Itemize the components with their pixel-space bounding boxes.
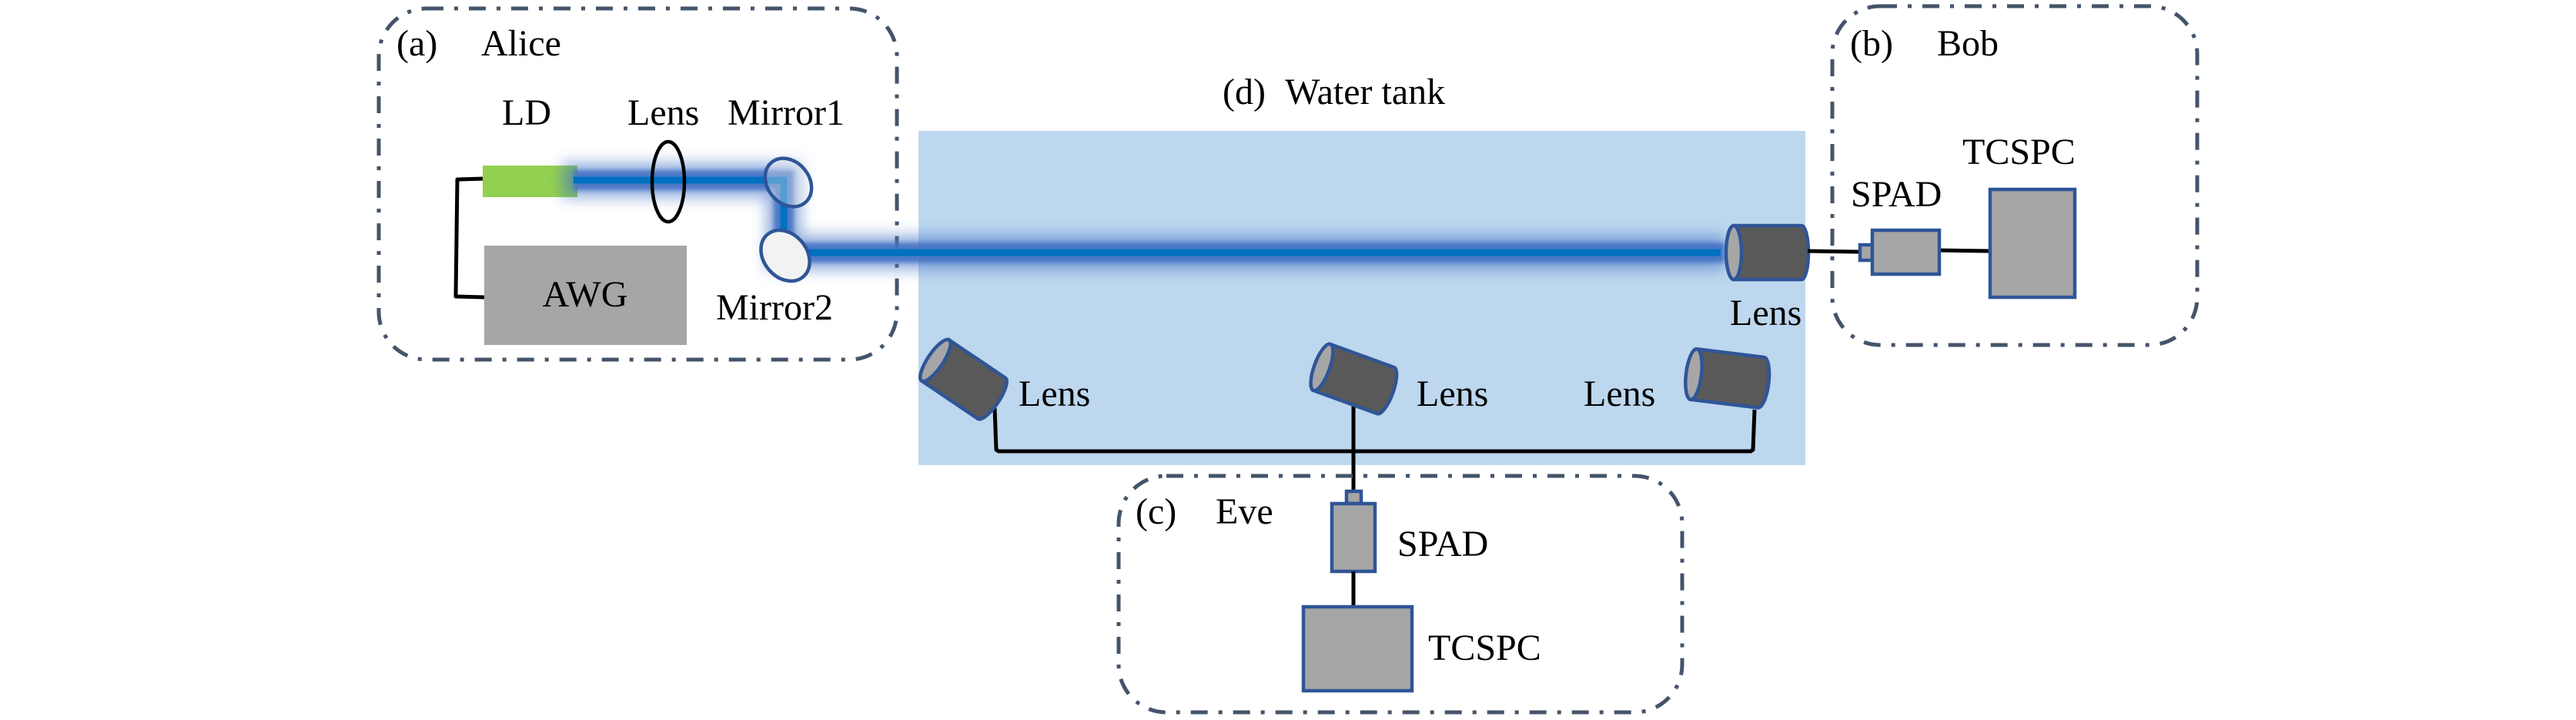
eve-spad — [1330, 501, 1377, 574]
bob-lens-body — [1731, 223, 1811, 282]
eve-lens-3-body — [1688, 347, 1771, 410]
water-tank-body — [918, 131, 1805, 465]
eve-lens-1-label: Lens — [1019, 373, 1090, 414]
water-tank-name: Water tank — [1285, 72, 1445, 112]
eve-lens-1-face — [918, 337, 952, 383]
eve-tcspc-label: TCSPC — [1428, 628, 1541, 668]
bob-spad — [1870, 228, 1942, 276]
eve-spad-label: SPAD — [1397, 524, 1488, 564]
eve-region: (c) Eve SPAD TCSPC — [1116, 474, 1684, 715]
bob-lens-spad-wire — [1807, 249, 1861, 254]
bob-tag: (b) — [1850, 23, 1893, 64]
laser-beam — [562, 162, 1725, 270]
bob-lens-label: Lens — [1730, 293, 1802, 333]
bob-tcspc-label: TCSPC — [1962, 132, 2076, 172]
bob-lens: Lens — [1724, 223, 1811, 333]
mirror1 — [763, 156, 814, 209]
laser-diode — [483, 166, 577, 197]
eve-collection-wire — [992, 407, 1757, 454]
eve-tcspc — [1301, 604, 1414, 693]
water-tank-tag: (d) — [1223, 72, 1266, 112]
mirror2 — [759, 228, 811, 283]
beam-core — [574, 176, 1721, 256]
awg-box — [484, 246, 687, 345]
eve-lens-1 — [918, 337, 1009, 421]
bob-region-border — [1830, 4, 2200, 347]
eve-lens-3-face — [1684, 347, 1704, 402]
alice-name: Alice — [481, 23, 561, 64]
bob-lens-face — [1724, 223, 1744, 282]
water-tank-label: (d) Water tank — [1223, 72, 1445, 112]
mirror1-label: Mirror1 — [728, 92, 845, 133]
eve-lens-2-body — [1311, 342, 1399, 416]
awg-label: AWG — [543, 274, 628, 315]
eve-lens-2-face — [1309, 342, 1335, 393]
eve-lens-2 — [1309, 342, 1399, 416]
bob-spad-tcspc-wire — [1939, 248, 1991, 253]
eve-spad-connector — [1344, 489, 1363, 506]
eve-lens-3-label: Lens — [1584, 373, 1655, 414]
laser-diode-label: LD — [502, 92, 551, 133]
alice-region: (a) Alice LD Lens Mirror1 Mirror2 AWG — [376, 6, 899, 362]
eve-lens-3 — [1684, 347, 1771, 410]
alice-lens-label: Lens — [627, 92, 699, 133]
ld-awg-wire — [453, 176, 485, 300]
bob-region: (b) Bob SPAD TCSPC — [1807, 4, 2200, 347]
bob-spad-label: SPAD — [1851, 174, 1942, 215]
eve-name: Eve — [1216, 491, 1273, 532]
alice-tag: (a) — [396, 23, 437, 64]
alice-region-border — [376, 6, 899, 362]
eve-tag: (c) — [1136, 491, 1176, 532]
mirror2-label: Mirror2 — [716, 287, 833, 328]
alice-lens — [650, 139, 687, 224]
bob-tcspc — [1988, 187, 2077, 300]
eve-lens-2-label: Lens — [1417, 373, 1488, 414]
bob-spad-connector — [1858, 243, 1875, 263]
bob-name: Bob — [1937, 23, 1999, 64]
